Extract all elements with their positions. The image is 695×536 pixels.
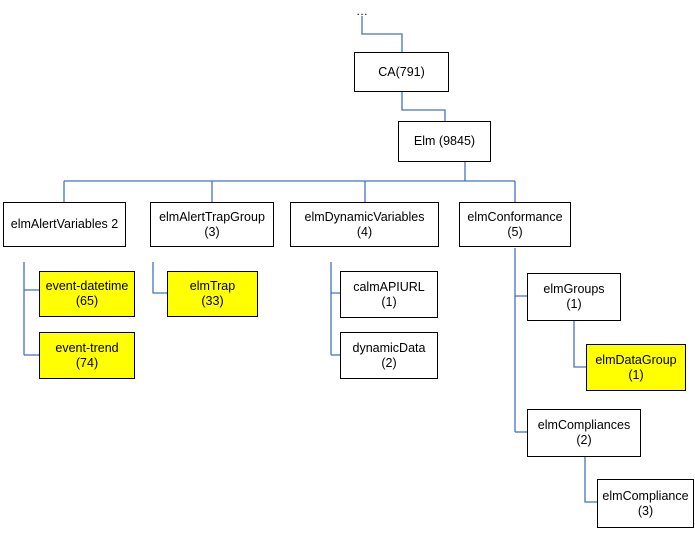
- node-event-datetime: event-datetime (65): [39, 271, 135, 317]
- node-elm-groups: elmGroups (1): [527, 273, 621, 321]
- node-elm: Elm (9845): [398, 121, 491, 162]
- node-count: (3): [637, 503, 654, 518]
- node-count: (74): [75, 355, 99, 370]
- node-elm-trap: elmTrap (33): [167, 271, 258, 317]
- node-count: (1): [628, 367, 644, 382]
- node-count: (5): [507, 224, 523, 239]
- node-calm-api-url: calmAPIURL (1): [340, 271, 438, 318]
- node-label: event-datetime: [45, 279, 129, 293]
- node-label: elmConformance: [467, 209, 563, 224]
- node-label: dynamicData: [352, 340, 426, 355]
- link-dynvars-children: [330, 262, 340, 294]
- node-dynamic-data: dynamicData (2): [340, 332, 438, 379]
- node-label: elmGroups: [543, 282, 605, 296]
- node-elm-data-group: elmDataGroup (1): [586, 344, 686, 391]
- root-ellipsis: …: [356, 4, 368, 18]
- node-count: (1): [566, 297, 582, 311]
- node-event-trend: event-trend (74): [39, 332, 135, 379]
- link-compls-compl: [584, 457, 597, 503]
- node-count: (2): [576, 433, 592, 447]
- node-count: (33): [201, 294, 224, 308]
- node-label: elmAlertVariables 2: [10, 217, 119, 231]
- node-elm-dynamic-variables: elmDynamicVariables (4): [290, 202, 439, 247]
- link-alertvars-children: [23, 262, 39, 291]
- node-elm-compliances: elmCompliances (2): [527, 409, 641, 457]
- link-conform-groups: [514, 248, 527, 297]
- node-label: elmCompliances: [537, 418, 631, 432]
- node-label: elmCompliance: [602, 488, 689, 503]
- node-label: elmTrap: [189, 279, 236, 293]
- node-count: (4): [356, 224, 373, 239]
- node-ca: CA(791): [354, 52, 449, 92]
- link-trapgroup-trap: [152, 262, 167, 294]
- node-count: (65): [75, 294, 99, 308]
- node-count: (2): [381, 355, 397, 370]
- node-elm-alert-trap-group: elmAlertTrapGroup (3): [150, 202, 274, 247]
- node-label: calmAPIURL: [353, 279, 425, 294]
- link-ca-elm: [401, 92, 446, 121]
- node-label: CA(791): [378, 64, 425, 79]
- node-label: elmDynamicVariables: [304, 209, 425, 224]
- link-root-ca: [361, 16, 403, 52]
- node-label: Elm (9845): [413, 134, 476, 148]
- node-label: elmAlertTrapGroup: [159, 209, 265, 224]
- node-label: elmDataGroup: [595, 352, 677, 367]
- node-count: (1): [381, 294, 397, 309]
- node-elm-compliance: elmCompliance (3): [597, 479, 694, 528]
- node-elm-alert-variables: elmAlertVariables 2: [3, 202, 126, 247]
- link-groups-datagroup: [573, 321, 586, 368]
- node-elm-conformance: elmConformance (5): [459, 202, 571, 247]
- node-label: event-trend: [55, 340, 119, 355]
- node-count: (3): [204, 224, 220, 239]
